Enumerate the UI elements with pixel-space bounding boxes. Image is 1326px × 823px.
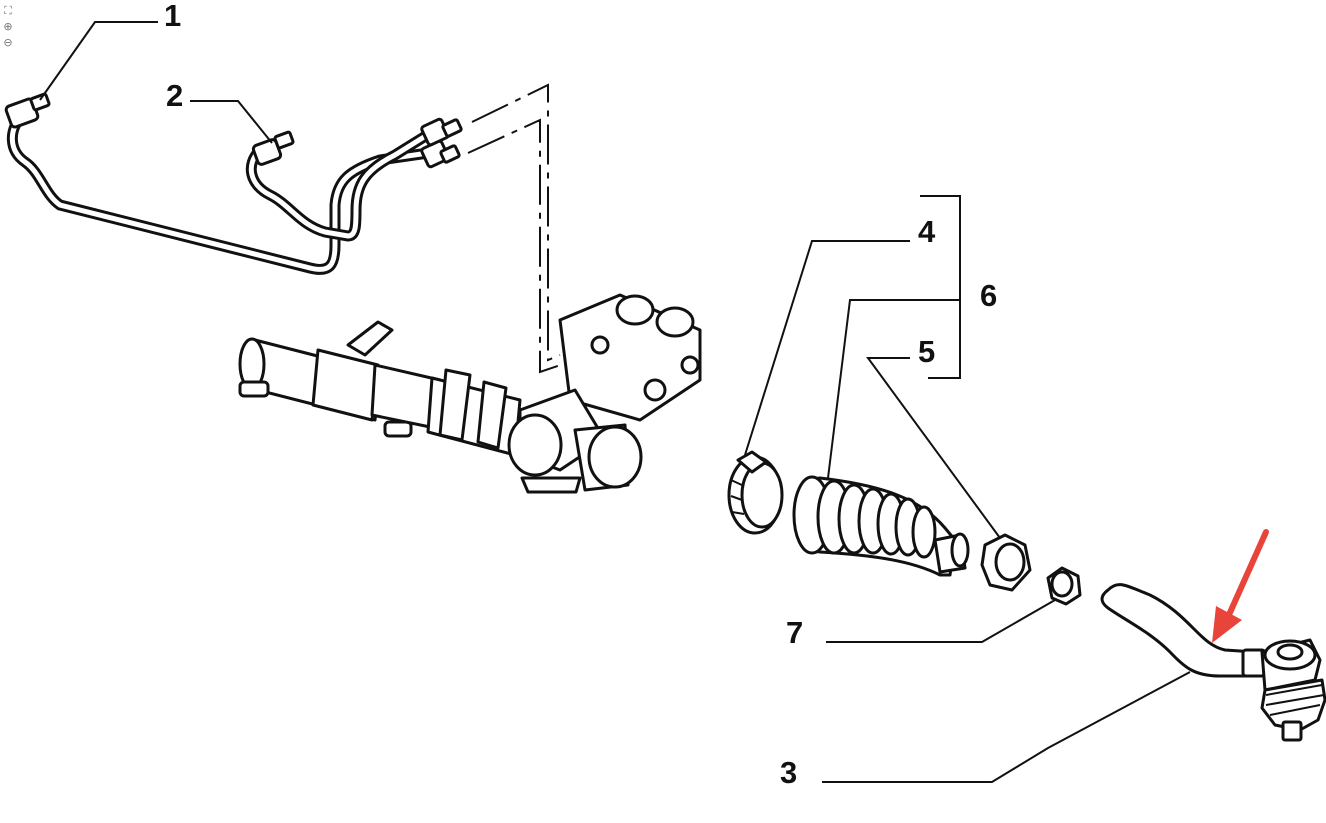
leader-4 bbox=[744, 240, 910, 456]
callout-labels: 1 2 4 6 5 7 3 bbox=[164, 0, 997, 790]
steering-rack-housing[interactable] bbox=[238, 293, 702, 494]
leader-5 bbox=[866, 357, 1001, 539]
callout-3: 3 bbox=[780, 755, 797, 790]
bracket-4-6-5 bbox=[920, 195, 961, 379]
red-arrow-indicator bbox=[1212, 529, 1269, 643]
part-5-clip[interactable] bbox=[980, 533, 1032, 592]
part-3-tie-rod-end[interactable] bbox=[1100, 583, 1326, 742]
callout-4: 4 bbox=[918, 214, 936, 249]
leader-lines bbox=[39, 21, 1191, 783]
viewer-toolbar: ⛶ ⊕ ⊖ bbox=[2, 4, 16, 49]
part-1-long-pipe[interactable] bbox=[4, 92, 461, 275]
callout-7: 7 bbox=[786, 615, 803, 650]
leader-1 bbox=[39, 21, 158, 101]
zoom-out-icon[interactable]: ⊖ bbox=[3, 36, 13, 49]
callout-5: 5 bbox=[918, 334, 935, 369]
part-6-bellows-boot[interactable] bbox=[792, 475, 970, 577]
leader-6 bbox=[827, 299, 960, 479]
callout-6: 6 bbox=[980, 278, 997, 313]
leader-3 bbox=[822, 671, 1191, 783]
zoom-in-icon[interactable]: ⊕ bbox=[3, 20, 13, 33]
leader-2 bbox=[190, 100, 273, 144]
part-4-clamp[interactable] bbox=[727, 450, 784, 535]
part-2-short-pipe[interactable] bbox=[245, 117, 463, 242]
leader-7 bbox=[826, 599, 1056, 643]
part-7-nut[interactable] bbox=[1046, 566, 1082, 606]
pipe-to-valve-bracket bbox=[467, 83, 576, 374]
callout-2: 2 bbox=[166, 78, 183, 113]
callout-1: 1 bbox=[164, 0, 181, 33]
fit-icon[interactable]: ⛶ bbox=[4, 4, 12, 17]
